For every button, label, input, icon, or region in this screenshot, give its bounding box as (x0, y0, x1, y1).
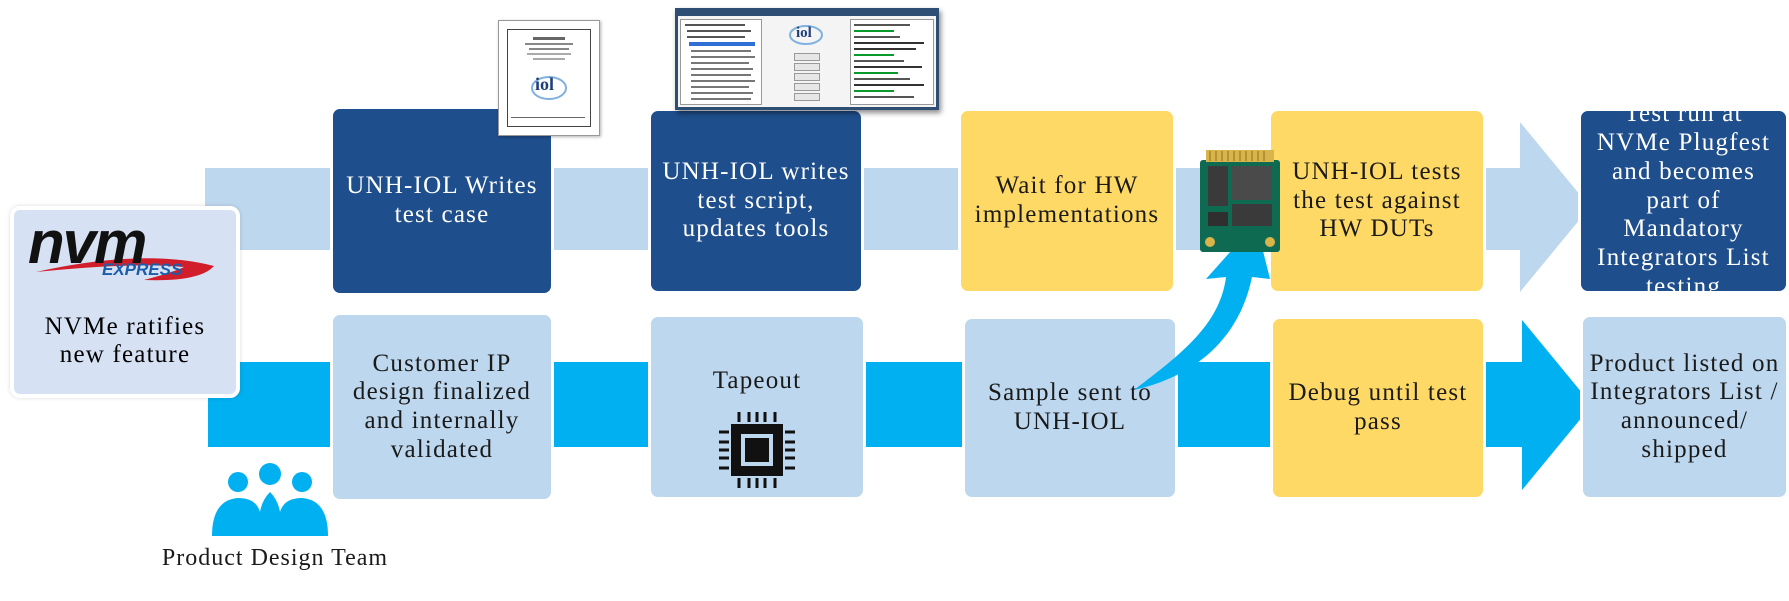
nvm-express-logo: nvm EXPRESS (24, 209, 224, 286)
step-write-test-script: UNH-IOL writes test script, updates tool… (648, 108, 864, 294)
step-wait-hw: Wait for HW implementations (958, 108, 1176, 294)
logo-swoosh (36, 258, 214, 281)
step-sample-sent: Sample sent to UNH-IOL (962, 316, 1178, 500)
step-customer-ip-design: Customer IP design finalized and interna… (330, 312, 554, 502)
step-product-listed: Product listed on Integrators List / ann… (1580, 314, 1789, 500)
team-icon (212, 463, 328, 536)
logo-subtitle: EXPRESS (102, 260, 183, 279)
document-iol-ring (531, 76, 567, 100)
logo-text: nvm (28, 209, 147, 276)
screenshot-iol-ring (789, 25, 823, 45)
step-test-against-duts: UNH-IOL tests the test against HW DUTs (1268, 108, 1486, 294)
document-iol-logo: iol (535, 74, 555, 94)
test-case-document: iol (498, 20, 600, 136)
step-write-test-case: UNH-IOL Writes test case (330, 106, 554, 296)
step-plugfest: Test run at NVMe Plugfest and becomes pa… (1578, 100, 1789, 300)
ssd-card-image (1200, 150, 1280, 252)
screenshot-iol-logo: iol (796, 25, 812, 41)
team-label: Product Design Team (161, 545, 389, 571)
chip-icon (719, 411, 795, 488)
bottom-flow-arrow (1522, 320, 1592, 490)
start-box: NVMe ratifies new feature (10, 206, 240, 398)
top-flow-arrow (1520, 122, 1590, 292)
start-label: NVMe ratifies new feature (44, 312, 206, 369)
curved-arrow (1134, 223, 1270, 390)
step-tapeout: Tapeout (648, 314, 866, 500)
test-tool-screenshot: iol (675, 8, 939, 110)
step-debug: Debug until test pass (1270, 316, 1486, 500)
